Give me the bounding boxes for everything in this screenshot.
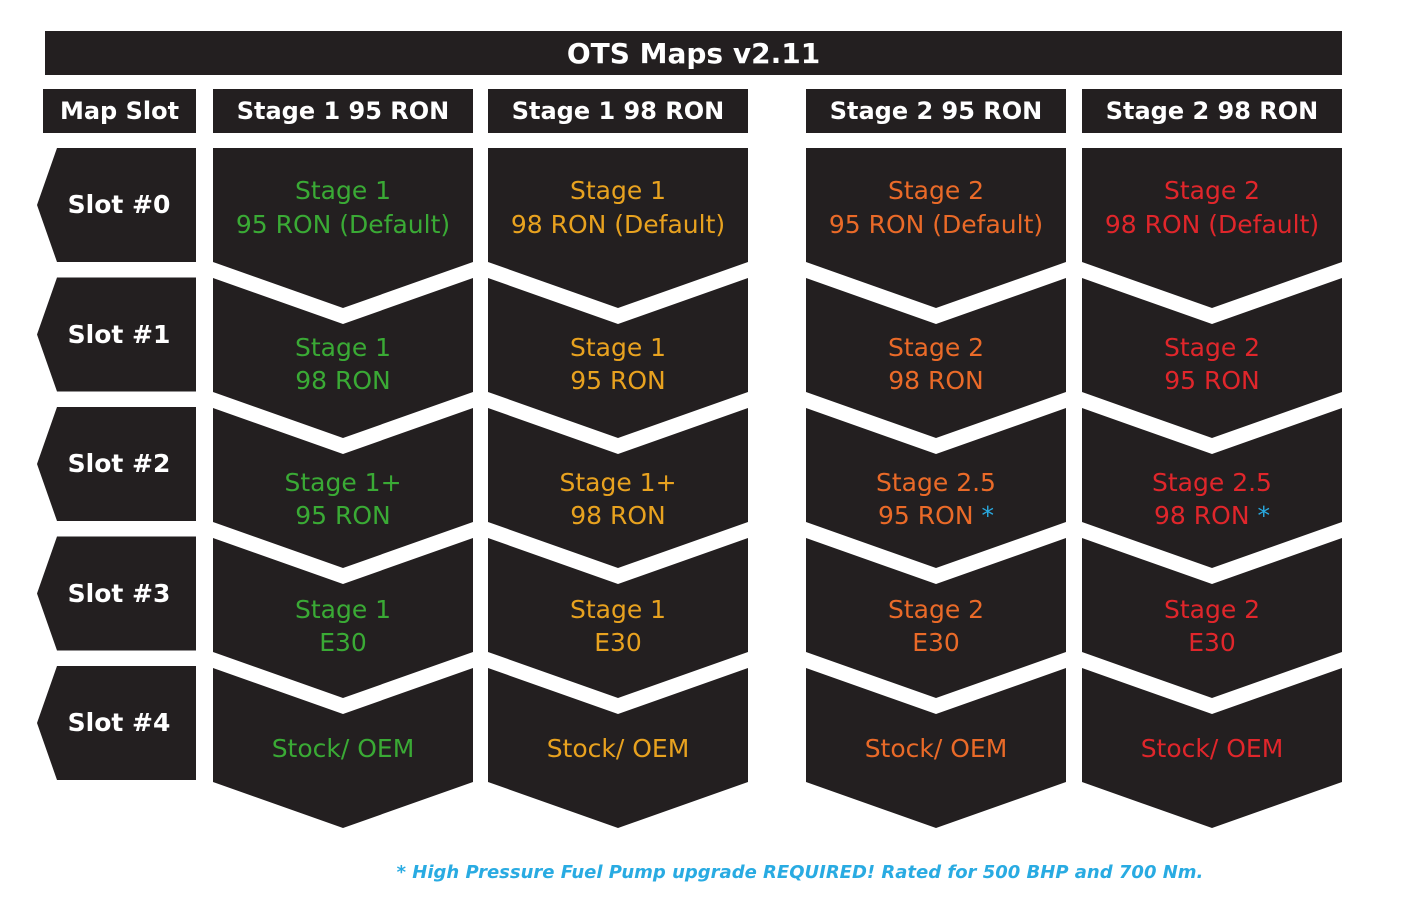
map-cell-text: E30	[1188, 628, 1236, 657]
map-cell	[488, 538, 748, 698]
map-cell-text: 98 RON	[888, 366, 984, 395]
map-cell	[213, 408, 473, 568]
map-cell	[1082, 408, 1342, 568]
slot-label: Slot #0	[67, 190, 171, 219]
map-cell-text: Stage 2	[1163, 333, 1261, 362]
map-cell-text: Stage 2	[1163, 176, 1261, 205]
map-cell-text: Stage 1	[569, 333, 667, 362]
map-cell-text: Stage 2.5	[876, 468, 996, 497]
map-cell-text: Stock/ OEM	[1140, 734, 1284, 763]
map-cell-text: 95 RON *	[878, 501, 994, 530]
map-cell	[1082, 538, 1342, 698]
map-cell-text: E30	[319, 628, 367, 657]
map-cell-text: 95 RON (Default)	[828, 210, 1044, 239]
column-header: Stage 2 98 RON	[1082, 89, 1342, 133]
map-slot-header: Map Slot	[43, 89, 196, 133]
slot-label: Slot #2	[67, 449, 171, 478]
map-cell	[1082, 278, 1342, 438]
map-cell-text: Stage 2	[1163, 595, 1261, 624]
map-cell-text: 95 RON	[1164, 366, 1260, 395]
map-cell-text: 95 RON	[570, 366, 666, 395]
map-cell-text: Stage 2	[887, 333, 985, 362]
map-cell	[488, 278, 748, 438]
map-cell	[806, 278, 1066, 438]
map-cell-text: E30	[594, 628, 642, 657]
map-cell	[1082, 668, 1342, 828]
slot-label: Slot #1	[67, 319, 171, 349]
map-cell	[806, 148, 1066, 308]
slot-label-bg	[37, 666, 196, 780]
slot-label-bg	[37, 277, 196, 392]
slot-label: Slot #4	[67, 708, 171, 737]
slot-label-bg	[37, 148, 196, 262]
map-cell-text: 98 RON *	[1154, 501, 1270, 530]
map-cell-text: Stock/ OEM	[546, 734, 690, 763]
map-cell	[213, 278, 473, 438]
map-cell-text: Stage 1	[294, 176, 392, 205]
slot-label-bg	[37, 536, 196, 651]
column-header: Stage 1 95 RON	[213, 89, 473, 133]
map-cell-text: Stage 2.5	[1152, 468, 1272, 497]
hpfp-note-marker: *	[1257, 501, 1270, 530]
map-cell-text: Stage 1+	[559, 468, 677, 497]
map-cell	[213, 668, 473, 828]
footnote: * High Pressure Fuel Pump upgrade REQUIR…	[396, 862, 1204, 883]
map-cell-text: 95 RON	[295, 501, 391, 530]
map-cell-text: Stage 2	[887, 176, 985, 205]
map-cell-text: E30	[912, 628, 960, 657]
slot-label: Slot #3	[67, 578, 171, 608]
column-header: Stage 1 98 RON	[488, 89, 748, 133]
map-cell-text: 98 RON (Default)	[1104, 210, 1320, 239]
map-cell	[806, 668, 1066, 828]
map-cell	[213, 538, 473, 698]
map-cell	[213, 148, 473, 308]
map-cell-text: 98 RON	[295, 366, 391, 395]
map-cell	[806, 538, 1066, 698]
map-cell	[488, 408, 748, 568]
map-cell	[488, 668, 748, 828]
hpfp-note-marker: *	[981, 501, 994, 530]
map-cell	[1082, 148, 1342, 308]
map-cell-text: Stage 1	[569, 176, 667, 205]
map-cell-text: Stage 1	[294, 333, 392, 362]
map-cell-text: Stock/ OEM	[864, 734, 1008, 763]
slot-label-bg	[37, 407, 196, 521]
map-cell	[806, 408, 1066, 568]
map-cell	[488, 148, 748, 308]
map-cell-text: 95 RON (Default)	[235, 210, 451, 239]
map-cell-text: Stage 1+	[284, 468, 402, 497]
page-title: OTS Maps v2.11	[45, 31, 1342, 75]
map-cell-text: 98 RON (Default)	[510, 210, 726, 239]
map-cell-text: Stage 1	[294, 595, 392, 624]
map-cell-text: 98 RON	[570, 501, 666, 530]
map-cell-text: Stage 1	[569, 595, 667, 624]
column-header: Stage 2 95 RON	[806, 89, 1066, 133]
map-cell-text: Stock/ OEM	[271, 734, 415, 763]
map-cell-text: Stage 2	[887, 595, 985, 624]
